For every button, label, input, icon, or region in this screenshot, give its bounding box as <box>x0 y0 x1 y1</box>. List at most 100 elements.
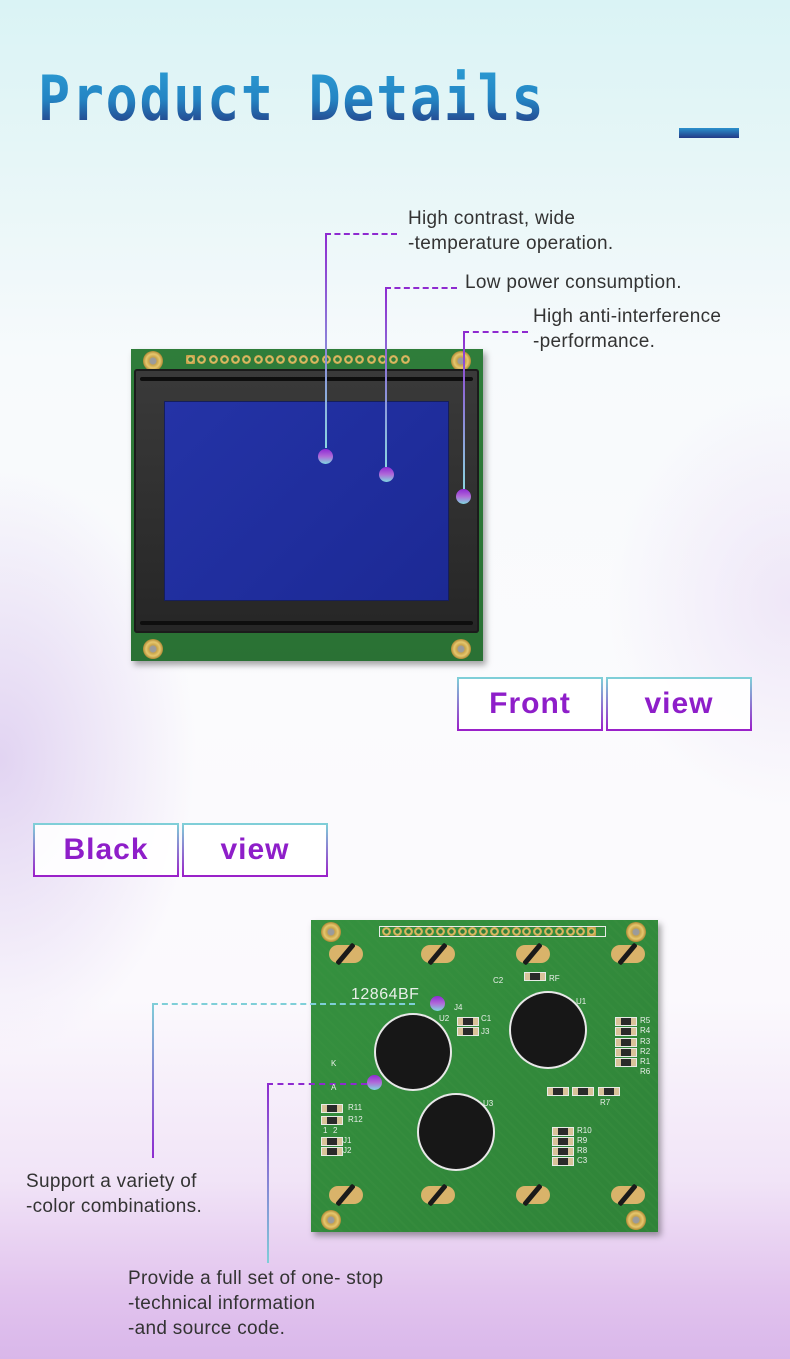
leader-line <box>463 331 528 333</box>
mount-hole <box>321 922 341 942</box>
silk-c2: C2 <box>493 976 504 985</box>
leader-line <box>267 1083 367 1085</box>
smd-component <box>457 1027 479 1036</box>
silk-u3: U3 <box>483 1099 494 1108</box>
solder-tab <box>421 945 455 963</box>
solder-tab <box>329 1186 363 1204</box>
leader-line <box>463 331 465 489</box>
leader-line <box>267 1083 269 1263</box>
title-accent-bar <box>679 128 739 138</box>
silk-j3: J3 <box>481 1027 490 1036</box>
silk-j1: J1 <box>343 1136 352 1145</box>
smd-component <box>615 1038 637 1047</box>
pcb-model-text: 12864BF <box>351 986 420 1003</box>
smd-component <box>552 1157 574 1166</box>
silk-r12: R12 <box>348 1115 363 1124</box>
silk-r3: R3 <box>640 1037 651 1046</box>
smd-component <box>321 1137 343 1146</box>
silk-a: A <box>331 1083 337 1092</box>
smd-component <box>552 1127 574 1136</box>
mount-hole <box>321 1210 341 1230</box>
smd-component <box>547 1087 569 1096</box>
solder-tab <box>611 945 645 963</box>
silk-r4: R4 <box>640 1026 651 1035</box>
leader-line <box>325 233 397 235</box>
smd-component <box>321 1104 343 1113</box>
lcd-bezel <box>134 369 479 633</box>
mount-hole <box>143 639 163 659</box>
mount-hole <box>626 1210 646 1230</box>
silk-pin2: 2 <box>333 1126 338 1135</box>
silk-c3: C3 <box>577 1156 588 1165</box>
mount-hole <box>143 351 163 371</box>
silk-j4: J4 <box>454 1003 463 1012</box>
smd-component <box>552 1147 574 1156</box>
solder-tab <box>611 1186 645 1204</box>
mount-hole <box>451 639 471 659</box>
smd-component <box>615 1048 637 1057</box>
callout-color-combinations: Support a variety of -color combinations… <box>26 1171 203 1217</box>
smd-component <box>572 1087 594 1096</box>
front-view-label: Front view <box>457 677 752 731</box>
smd-component <box>321 1147 343 1156</box>
silk-j2: J2 <box>343 1146 352 1155</box>
solder-tab <box>329 945 363 963</box>
header-pins <box>186 355 410 364</box>
smd-component <box>552 1137 574 1146</box>
callout-dot <box>318 449 333 464</box>
silk-k: K <box>331 1059 337 1068</box>
silk-r7: R7 <box>600 1098 611 1107</box>
smd-component <box>524 972 546 981</box>
callout-dot <box>456 489 471 504</box>
mount-hole <box>451 351 471 371</box>
callout-high-contrast: High contrast, wide -temperature operati… <box>408 208 614 254</box>
chip-u3 <box>419 1095 493 1169</box>
chip-u2 <box>376 1015 450 1089</box>
silk-r9: R9 <box>577 1136 588 1145</box>
front-lcd-module-image <box>131 349 483 661</box>
leader-line <box>152 1003 415 1005</box>
silk-r10: R10 <box>577 1126 592 1135</box>
header-pins <box>379 926 606 937</box>
label-word-view: view <box>182 823 328 877</box>
silk-c1: C1 <box>481 1014 492 1023</box>
silk-rf: RF <box>549 974 560 983</box>
mount-hole <box>626 922 646 942</box>
label-word-view: view <box>606 677 752 731</box>
smd-component <box>457 1017 479 1026</box>
silk-r8: R8 <box>577 1146 588 1155</box>
silk-r11: R11 <box>348 1103 363 1112</box>
callout-anti-interference: High anti-interference -performance. <box>533 306 722 352</box>
smd-component <box>615 1058 637 1067</box>
callout-low-power: Low power consumption. <box>465 272 682 293</box>
smd-component <box>615 1027 637 1036</box>
smd-component <box>321 1116 343 1125</box>
page-title: Product Details <box>38 62 546 135</box>
callout-technical-info: Provide a full set of one- stop -technic… <box>128 1268 384 1339</box>
lcd-screen <box>164 401 449 601</box>
silk-u1: U1 <box>576 997 587 1006</box>
smd-component <box>615 1017 637 1026</box>
solder-tab <box>421 1186 455 1204</box>
smd-component <box>598 1087 620 1096</box>
silk-r6: R6 <box>640 1067 651 1076</box>
label-word-front: Front <box>457 677 603 731</box>
back-view-label: Black view <box>33 823 328 877</box>
silk-r5: R5 <box>640 1016 651 1025</box>
back-lcd-module-image: 12864BF U1 U2 U3 C1 C2 C3 J1 J2 J3 J4 R1… <box>311 920 658 1232</box>
solder-tab <box>516 1186 550 1204</box>
silk-pin1: 1 <box>323 1126 328 1135</box>
silk-r2: R2 <box>640 1047 651 1056</box>
leader-line <box>325 233 327 448</box>
leader-line <box>385 287 387 467</box>
solder-tab <box>516 945 550 963</box>
leader-line <box>385 287 457 289</box>
label-word-black: Black <box>33 823 179 877</box>
silk-u2: U2 <box>439 1014 450 1023</box>
callout-dot <box>430 996 445 1011</box>
callout-dot <box>379 467 394 482</box>
chip-u1 <box>511 993 585 1067</box>
leader-line <box>152 1003 154 1158</box>
callout-dot <box>367 1075 382 1090</box>
silk-r1: R1 <box>640 1057 651 1066</box>
